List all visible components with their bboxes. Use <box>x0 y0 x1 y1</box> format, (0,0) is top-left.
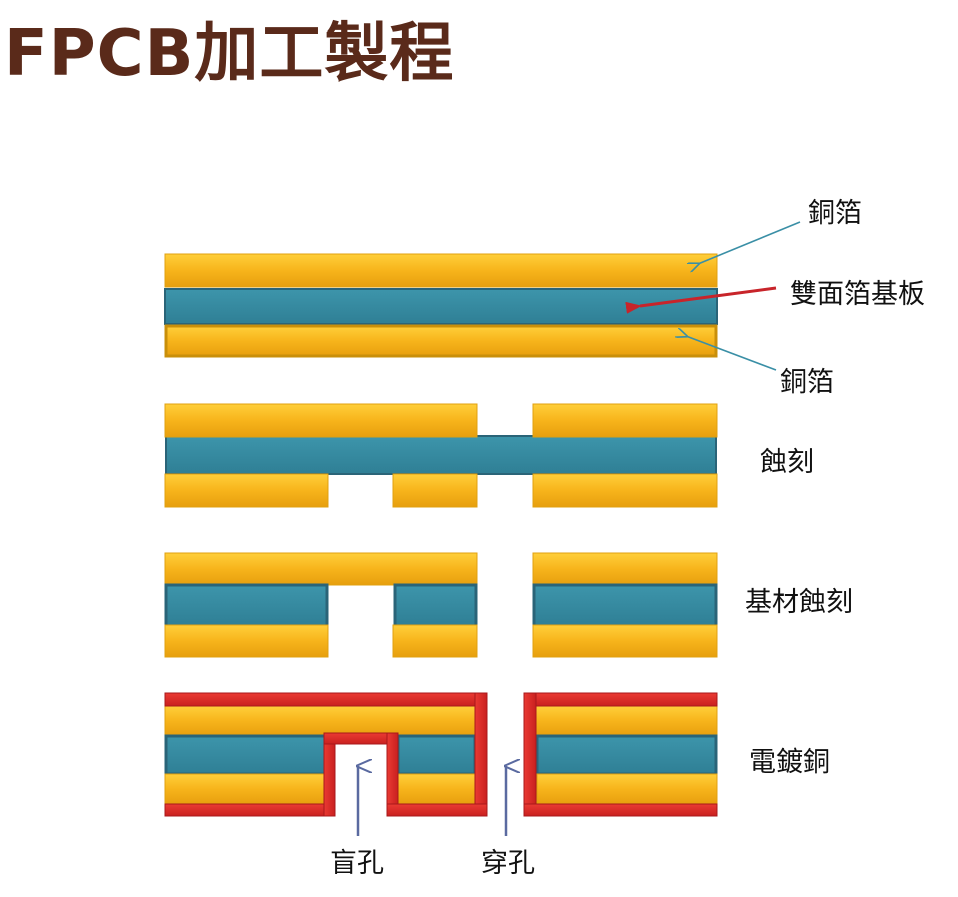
copper-pad-top-right <box>532 552 718 586</box>
copper-foil-top-label: 銅箔 <box>808 198 862 229</box>
stage-laminate <box>164 253 718 358</box>
board-arrow <box>625 286 777 314</box>
copper-pad-bottom-right <box>536 773 718 805</box>
blind-hole-label: 盲孔 <box>330 848 384 879</box>
copper-pad-bottom-right <box>532 624 718 658</box>
copper-pad-bottom-middle <box>397 773 476 805</box>
copper-pad-bottom-left <box>164 773 327 805</box>
substrate-etching-label: 基材蝕刻 <box>745 587 853 618</box>
substrate-layer <box>165 435 717 475</box>
copper-pad-bottom-middle <box>392 473 478 508</box>
copper-pad-bottom-left <box>164 624 329 658</box>
double-sided-board-label: 雙面箔基板 <box>790 279 925 310</box>
copper-pad-bottom-left <box>164 473 329 508</box>
through-hole-label: 穿孔 <box>481 848 535 879</box>
substrate-block-left <box>164 583 329 628</box>
copper-pad-top-right <box>532 403 718 438</box>
substrate-block-middle <box>393 583 478 628</box>
page-title: FPCB加工製程 <box>4 17 455 91</box>
copper-pad-bottom-right <box>532 473 718 508</box>
substrate-block-right <box>535 734 718 776</box>
etching-label: 蝕刻 <box>760 447 814 478</box>
copper-pad-top-left <box>164 705 476 737</box>
copper-plating-label: 電鍍銅 <box>749 747 830 778</box>
copper-foil-bottom-label: 銅箔 <box>780 367 834 398</box>
copper-pad-top-left <box>164 403 478 438</box>
substrate-block-left <box>164 734 327 776</box>
stage-copper-plating <box>164 692 718 817</box>
substrate-block-middle <box>396 734 477 776</box>
copper-foil-top-arrow <box>698 221 801 264</box>
stage-etching <box>164 403 718 508</box>
copper-pad-top-left <box>164 552 478 586</box>
stage-substrate-etching <box>164 552 718 658</box>
copper-layer-bottom <box>164 324 718 358</box>
copper-layer-top <box>164 253 718 288</box>
plating-layer <box>164 692 718 817</box>
copper-pad-top-right <box>535 705 718 737</box>
copper-foil-bottom-arrow <box>686 336 777 371</box>
substrate-block-right <box>532 583 718 628</box>
copper-pad-bottom-middle <box>392 624 478 658</box>
substrate-layer <box>164 288 718 325</box>
